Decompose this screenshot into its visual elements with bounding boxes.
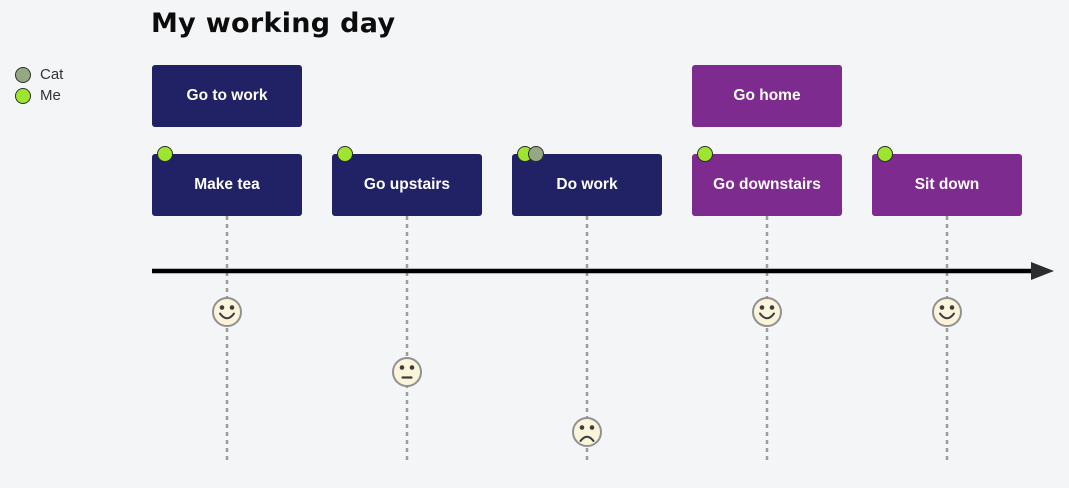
task-label: Make tea <box>194 176 260 193</box>
legend-item: Me <box>15 85 63 106</box>
task-box: Go upstairs <box>332 154 482 216</box>
diagram-title: My working day <box>151 8 396 39</box>
section-label: Go to work <box>186 87 268 104</box>
actor-me-dot-icon <box>157 146 173 162</box>
task-box: Sit down <box>872 154 1022 216</box>
task-label: Sit down <box>914 176 980 193</box>
actor-me-dot-icon <box>697 146 713 162</box>
legend-item: Cat <box>15 64 63 85</box>
task-label: Go upstairs <box>363 176 451 193</box>
sad-face-icon <box>572 417 602 447</box>
task-label: Do work <box>556 176 618 193</box>
actor-me-dot-icon <box>877 146 893 162</box>
actor-me-dot-icon <box>337 146 353 162</box>
happy-face-icon <box>752 297 782 327</box>
actor-me-dot-icon <box>15 87 31 104</box>
section-box: Go home <box>692 65 842 127</box>
happy-face-icon <box>932 297 962 327</box>
section-box: Go to work <box>152 65 302 127</box>
legend-actor-label: Cat <box>40 66 64 83</box>
happy-face-icon <box>212 297 242 327</box>
neutral-face-icon <box>392 357 422 387</box>
legend-actor-label: Me <box>40 87 61 104</box>
timeline-arrowhead-icon <box>1031 262 1054 280</box>
actor-cat-dot-icon <box>528 146 544 162</box>
task-box: Go downstairs <box>692 154 842 216</box>
task-label: Go downstairs <box>713 176 821 193</box>
actor-cat-dot-icon <box>15 66 31 83</box>
task-box: Make tea <box>152 154 302 216</box>
section-label: Go home <box>733 87 801 104</box>
task-box: Do work <box>512 154 662 216</box>
